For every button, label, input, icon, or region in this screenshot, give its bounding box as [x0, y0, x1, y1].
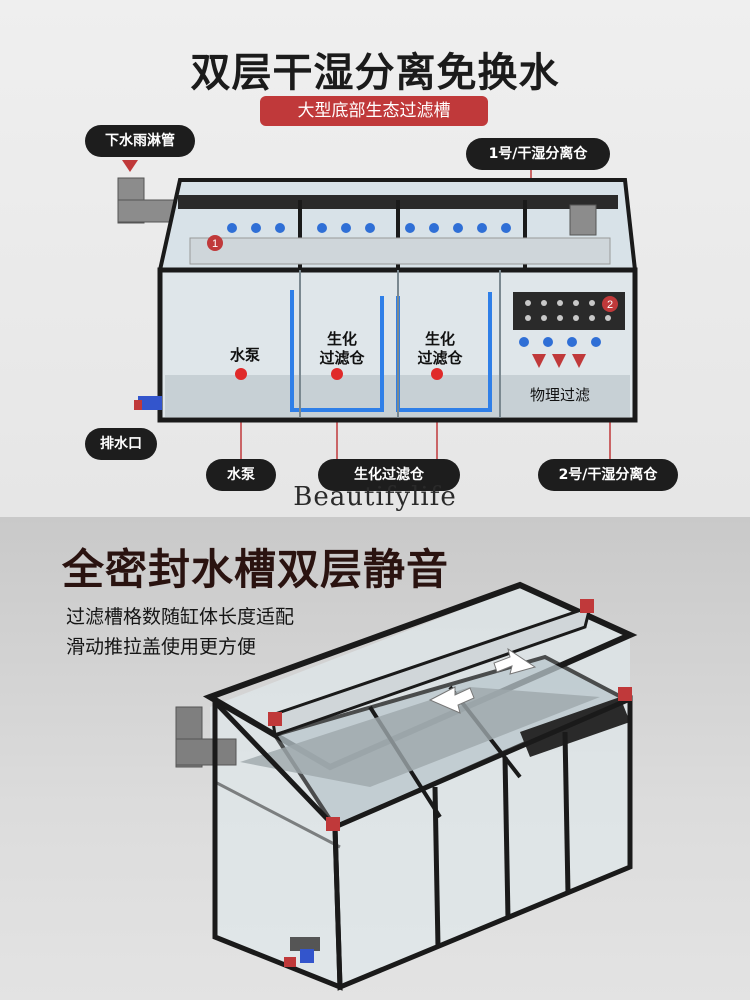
tag-rain-pipe: 下水雨淋管: [85, 125, 195, 157]
section2-title: 全密封水槽双层静音: [62, 545, 450, 594]
main-title: 双层干湿分离免换水: [190, 50, 560, 96]
inner-bio1-line1: 生化: [326, 330, 357, 348]
sealed-tank-illustration: [175, 581, 638, 991]
marker-1: 1: [212, 238, 218, 250]
sump-tank-diagram: 1 2: [117, 160, 638, 460]
inner-physical-filter: 物理过滤: [529, 386, 590, 404]
tag-drain: 排水口: [85, 428, 157, 460]
desc-line-2: 滑动推拉盖使用更方便: [66, 636, 257, 658]
marker-2: 2: [607, 299, 613, 311]
tag-pump: 水泵: [206, 459, 276, 491]
brand-watermark: Beautifylife: [293, 482, 457, 512]
subtitle-badge: 大型底部生态过滤槽: [260, 96, 488, 126]
tag-chamber-2: 2号/干湿分离仓: [538, 459, 678, 491]
inner-bio2-line2: 过滤仓: [417, 349, 463, 367]
inner-bio2-line1: 生化: [424, 330, 455, 348]
tag-chamber-1: 1号/干湿分离仓: [466, 138, 610, 170]
inner-pump-label: 水泵: [229, 346, 260, 364]
desc-line-1: 过滤槽格数随缸体长度适配: [66, 606, 295, 628]
tag-bio-filter: 生化过滤仓: [318, 459, 460, 491]
inner-bio1-line2: 过滤仓: [319, 349, 365, 367]
